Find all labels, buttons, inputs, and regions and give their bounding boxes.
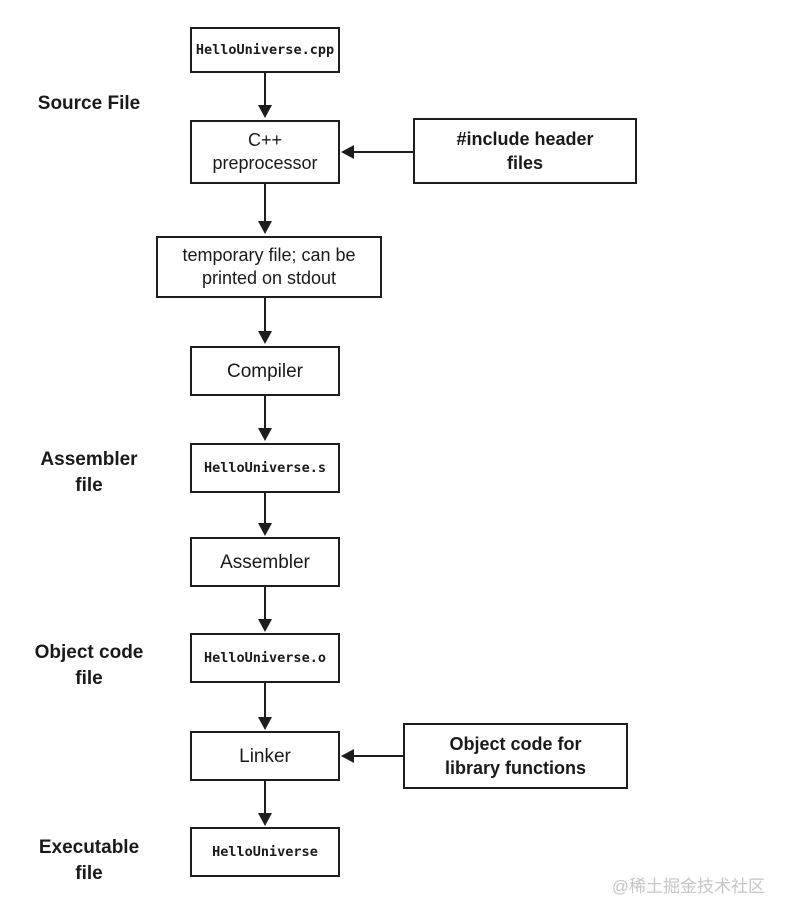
stage-label-line: file xyxy=(75,668,103,689)
arrow-assembly-to-assembler xyxy=(258,493,272,536)
arrow-head-left-icon xyxy=(341,145,354,159)
arrow-head-down-icon xyxy=(258,619,272,632)
node-temp-file-line: printed on stdout xyxy=(201,268,337,288)
stage-label-line: file xyxy=(75,863,103,884)
arrow-line xyxy=(264,396,266,428)
stage-label-executable-file: Executable file xyxy=(14,835,164,887)
node-assembly-file-label: HelloUniverse.s xyxy=(204,460,326,476)
node-assembly-file-box: HelloUniverse.s xyxy=(190,443,340,493)
node-compiler-label: Compiler xyxy=(226,360,304,382)
arrow-head-down-icon xyxy=(258,221,272,234)
arrow-head-down-icon xyxy=(258,813,272,826)
node-source-file-label: HelloUniverse.cpp xyxy=(195,42,335,58)
node-preprocessor-line: preprocessor xyxy=(212,153,318,173)
node-preprocessor-box: C++ preprocessor xyxy=(190,120,340,184)
node-compiler-box: Compiler xyxy=(190,346,340,396)
stage-label-object-code-file: Object code file xyxy=(14,640,164,692)
arrow-linker-to-executable xyxy=(258,781,272,826)
arrow-line xyxy=(264,587,266,619)
stage-label-line: Object code xyxy=(34,642,144,663)
node-include-headers-box: #include header files xyxy=(413,118,637,184)
stage-label-line: Executable xyxy=(38,837,140,858)
node-object-library-box: Object code for library functions xyxy=(403,723,628,789)
stage-label-line: file xyxy=(75,475,103,496)
arrow-line xyxy=(264,683,266,717)
arrow-object-to-linker xyxy=(258,683,272,730)
stage-label-line: Source File xyxy=(37,93,141,114)
node-object-library-line: Object code for xyxy=(449,734,582,754)
arrow-head-down-icon xyxy=(258,523,272,536)
arrow-compiler-to-assembly xyxy=(258,396,272,441)
arrow-temp-to-compiler xyxy=(258,298,272,344)
node-executable-box: HelloUniverse xyxy=(190,827,340,877)
node-temp-file-box: temporary file; can be printed on stdout xyxy=(156,236,382,298)
node-object-library-line: library functions xyxy=(444,758,587,778)
arrow-line xyxy=(264,73,266,105)
node-include-headers-line: files xyxy=(506,153,544,173)
node-include-headers-line: #include header xyxy=(456,129,594,149)
watermark-text: @稀土掘金技术社区 xyxy=(611,877,765,896)
stage-label-source-file: Source File xyxy=(14,91,164,117)
node-executable-label: HelloUniverse xyxy=(212,844,318,860)
arrow-line xyxy=(264,781,266,813)
node-assembler-box: Assembler xyxy=(190,537,340,587)
arrow-objlib-to-linker xyxy=(341,749,403,763)
node-object-file-label: HelloUniverse.o xyxy=(204,650,326,666)
arrow-preprocessor-to-temp xyxy=(258,184,272,234)
node-assembler-label: Assembler xyxy=(220,551,310,573)
arrow-head-left-icon xyxy=(341,749,354,763)
node-linker-label: Linker xyxy=(239,745,291,767)
node-object-file-box: HelloUniverse.o xyxy=(190,633,340,683)
arrow-head-down-icon xyxy=(258,105,272,118)
arrow-include-to-preprocessor xyxy=(341,145,413,159)
arrow-source-to-preprocessor xyxy=(258,73,272,118)
arrow-line xyxy=(264,184,266,221)
node-preprocessor-line: C++ xyxy=(247,130,283,150)
node-temp-file-line: temporary file; can be xyxy=(182,245,356,265)
arrow-line xyxy=(354,755,403,757)
stage-label-assembler-file: Assembler file xyxy=(14,447,164,499)
node-source-file-box: HelloUniverse.cpp xyxy=(190,27,340,73)
arrow-head-down-icon xyxy=(258,428,272,441)
arrow-head-down-icon xyxy=(258,331,272,344)
arrow-line xyxy=(354,151,413,153)
arrow-line xyxy=(264,493,266,523)
stage-label-line: Assembler xyxy=(40,449,138,470)
arrow-head-down-icon xyxy=(258,717,272,730)
arrow-assembler-to-object xyxy=(258,587,272,632)
arrow-line xyxy=(264,298,266,331)
node-linker-box: Linker xyxy=(190,731,340,781)
